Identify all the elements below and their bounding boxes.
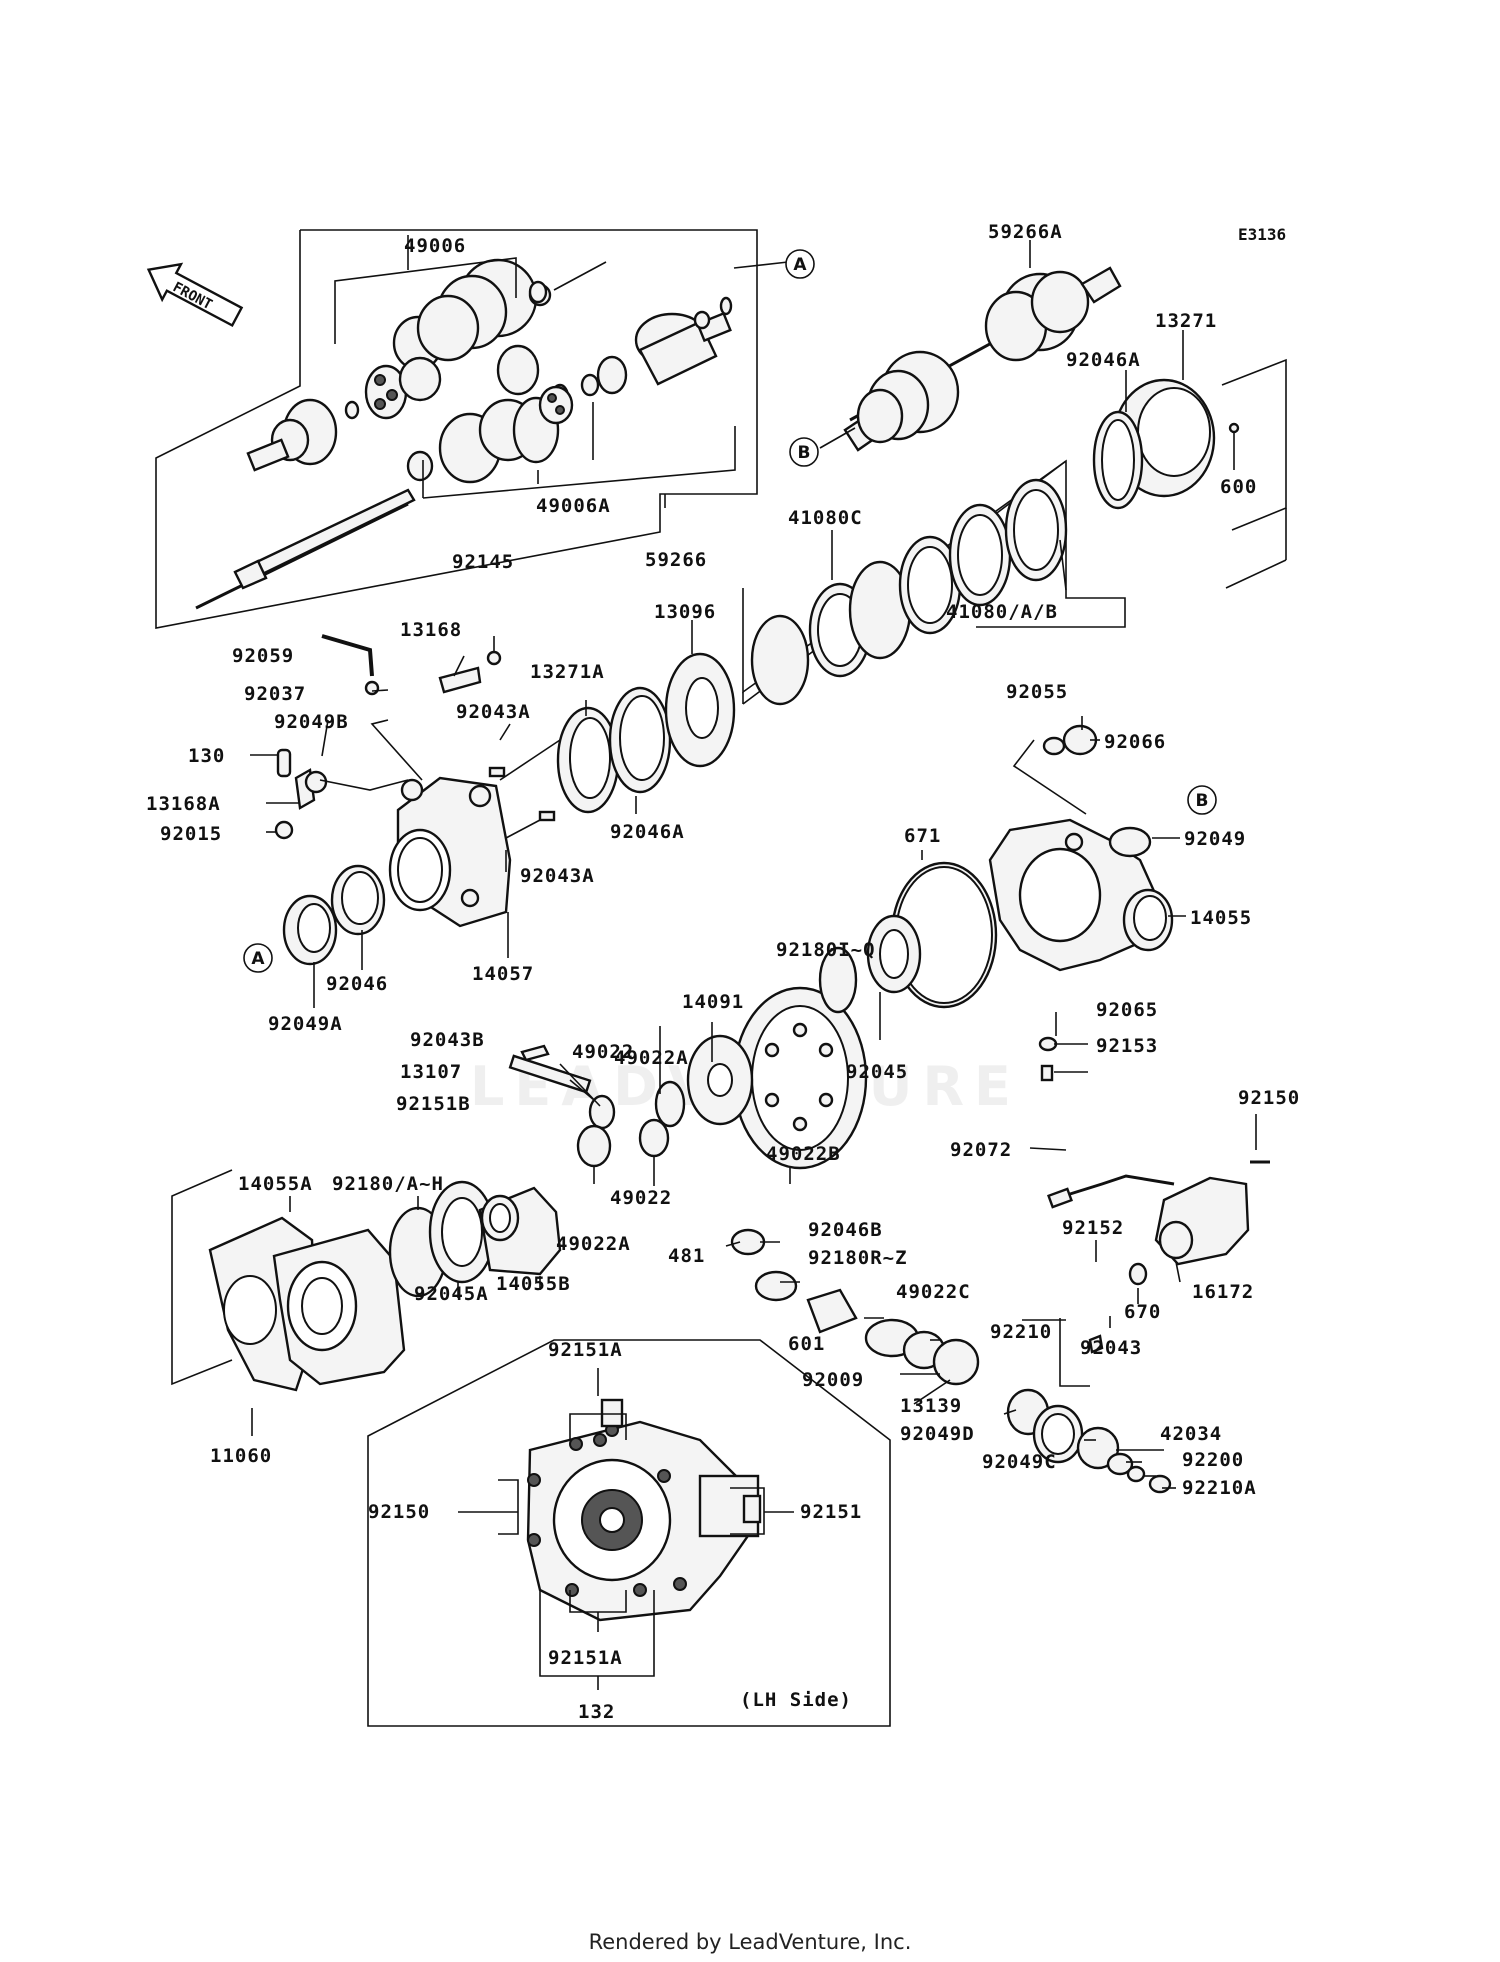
label-92049c: 92049C bbox=[982, 1451, 1057, 1473]
svg-text:A: A bbox=[251, 949, 265, 969]
marker-b-top: B bbox=[789, 437, 819, 467]
bearing-group-13271[interactable] bbox=[1092, 330, 1287, 589]
label-92180a-h: 92180/A~H bbox=[332, 1173, 444, 1195]
label-92037: 92037 bbox=[244, 683, 306, 705]
label-92049a: 92049A bbox=[268, 1013, 343, 1035]
label-92153: 92153 bbox=[1096, 1035, 1158, 1057]
label-130: 130 bbox=[188, 745, 225, 767]
label-92055: 92055 bbox=[1006, 681, 1068, 703]
label-92066: 92066 bbox=[1104, 731, 1166, 753]
label-42034: 42034 bbox=[1160, 1423, 1222, 1445]
svg-text:A: A bbox=[793, 255, 807, 275]
label-92045a: 92045A bbox=[414, 1283, 489, 1305]
label-92043a-2: 92043A bbox=[520, 865, 595, 887]
label-92151a-bot: 92151A bbox=[548, 1647, 623, 1669]
label-13168: 13168 bbox=[400, 619, 462, 641]
label-13271a: 13271A bbox=[530, 661, 605, 683]
label-601: 601 bbox=[788, 1333, 825, 1355]
label-92049d: 92049D bbox=[900, 1423, 975, 1445]
label-13096: 13096 bbox=[654, 601, 716, 623]
label-49006a: 49006A bbox=[536, 495, 611, 517]
drive-shaft-assembly[interactable] bbox=[155, 229, 789, 629]
lh-side-label: (LH Side) bbox=[740, 1689, 852, 1711]
diagram-code: E3136 bbox=[1238, 225, 1286, 244]
label-92043b: 92043B bbox=[410, 1029, 485, 1051]
clutch-plates-41080[interactable] bbox=[742, 459, 1126, 706]
label-41080ab: 41080/A/B bbox=[946, 601, 1058, 623]
label-13107: 13107 bbox=[400, 1061, 462, 1083]
label-92046a-top: 92046A bbox=[1066, 349, 1141, 371]
label-92210: 92210 bbox=[990, 1321, 1052, 1343]
label-14055b: 14055B bbox=[496, 1273, 571, 1295]
label-92145: 92145 bbox=[452, 551, 514, 573]
housing-14057[interactable] bbox=[250, 634, 561, 1008]
marker-a-left: A bbox=[243, 943, 273, 973]
housing-14055a[interactable] bbox=[171, 1169, 562, 1436]
front-arrow-icon: FRONT bbox=[146, 262, 244, 328]
label-92200: 92200 bbox=[1182, 1449, 1244, 1471]
label-92065: 92065 bbox=[1096, 999, 1158, 1021]
label-49022b: 49022B bbox=[766, 1143, 841, 1165]
label-49022c: 49022C bbox=[896, 1281, 971, 1303]
pinion-group[interactable] bbox=[725, 1228, 1176, 1494]
label-41080c: 41080C bbox=[788, 507, 863, 529]
label-670: 670 bbox=[1124, 1301, 1161, 1323]
label-13139: 13139 bbox=[900, 1395, 962, 1417]
label-14055: 14055 bbox=[1190, 907, 1252, 929]
marker-a-top: A bbox=[785, 249, 815, 279]
label-14055a: 14055A bbox=[238, 1173, 313, 1195]
drive-shaft-59266a[interactable] bbox=[819, 240, 1122, 452]
label-13168a: 13168A bbox=[146, 793, 221, 815]
label-92043: 92043 bbox=[1080, 1337, 1142, 1359]
label-92150-right: 92150 bbox=[1238, 1087, 1300, 1109]
footer-credit: Rendered by LeadVenture, Inc. bbox=[588, 1930, 912, 1954]
label-92045: 92045 bbox=[846, 1061, 908, 1083]
label-14057: 14057 bbox=[472, 963, 534, 985]
label-92180r-z: 92180R~Z bbox=[808, 1247, 908, 1269]
label-92150-left: 92150 bbox=[368, 1501, 430, 1523]
label-92049b: 92049B bbox=[274, 711, 349, 733]
label-92151: 92151 bbox=[800, 1501, 862, 1523]
label-92046a-mid: 92046A bbox=[610, 821, 685, 843]
svg-text:B: B bbox=[1196, 791, 1209, 811]
label-59266a: 59266A bbox=[988, 221, 1063, 243]
label-92015: 92015 bbox=[160, 823, 222, 845]
label-11060: 11060 bbox=[210, 1445, 272, 1467]
label-92151a-top: 92151A bbox=[548, 1339, 623, 1361]
label-92152: 92152 bbox=[1062, 1217, 1124, 1239]
label-92059: 92059 bbox=[232, 645, 294, 667]
label-59266: 59266 bbox=[645, 549, 707, 571]
label-600: 600 bbox=[1220, 476, 1257, 498]
housing-14055[interactable] bbox=[890, 716, 1186, 1082]
label-92043a-1: 92043A bbox=[456, 701, 531, 723]
label-49022a-bot: 49022A bbox=[556, 1233, 631, 1255]
label-92180i-q: 92180I~Q bbox=[776, 939, 876, 961]
label-671: 671 bbox=[904, 825, 941, 847]
label-92009: 92009 bbox=[802, 1369, 864, 1391]
label-16172: 16172 bbox=[1192, 1281, 1254, 1303]
label-92046: 92046 bbox=[326, 973, 388, 995]
label-14091: 14091 bbox=[682, 991, 744, 1013]
label-92049: 92049 bbox=[1184, 828, 1246, 850]
label-49022-1: 49022 bbox=[572, 1041, 634, 1063]
svg-text:B: B bbox=[798, 443, 811, 463]
actuator-16172[interactable] bbox=[1022, 1114, 1270, 1387]
label-92046b: 92046B bbox=[808, 1219, 883, 1241]
label-92072: 92072 bbox=[950, 1139, 1012, 1161]
gear-group-13096[interactable] bbox=[556, 620, 736, 814]
label-13271: 13271 bbox=[1155, 310, 1217, 332]
marker-b-right: B bbox=[1187, 785, 1217, 815]
differential-gears[interactable] bbox=[508, 914, 1067, 1186]
label-49022-2: 49022 bbox=[610, 1187, 672, 1209]
label-92151b: 92151B bbox=[396, 1093, 471, 1115]
label-132: 132 bbox=[578, 1701, 615, 1723]
label-49006: 49006 bbox=[404, 235, 466, 257]
lh-side-inset[interactable] bbox=[367, 1339, 891, 1727]
label-481: 481 bbox=[668, 1245, 705, 1267]
label-92210a: 92210A bbox=[1182, 1477, 1257, 1499]
label-49022a-top: 49022A bbox=[614, 1047, 689, 1069]
